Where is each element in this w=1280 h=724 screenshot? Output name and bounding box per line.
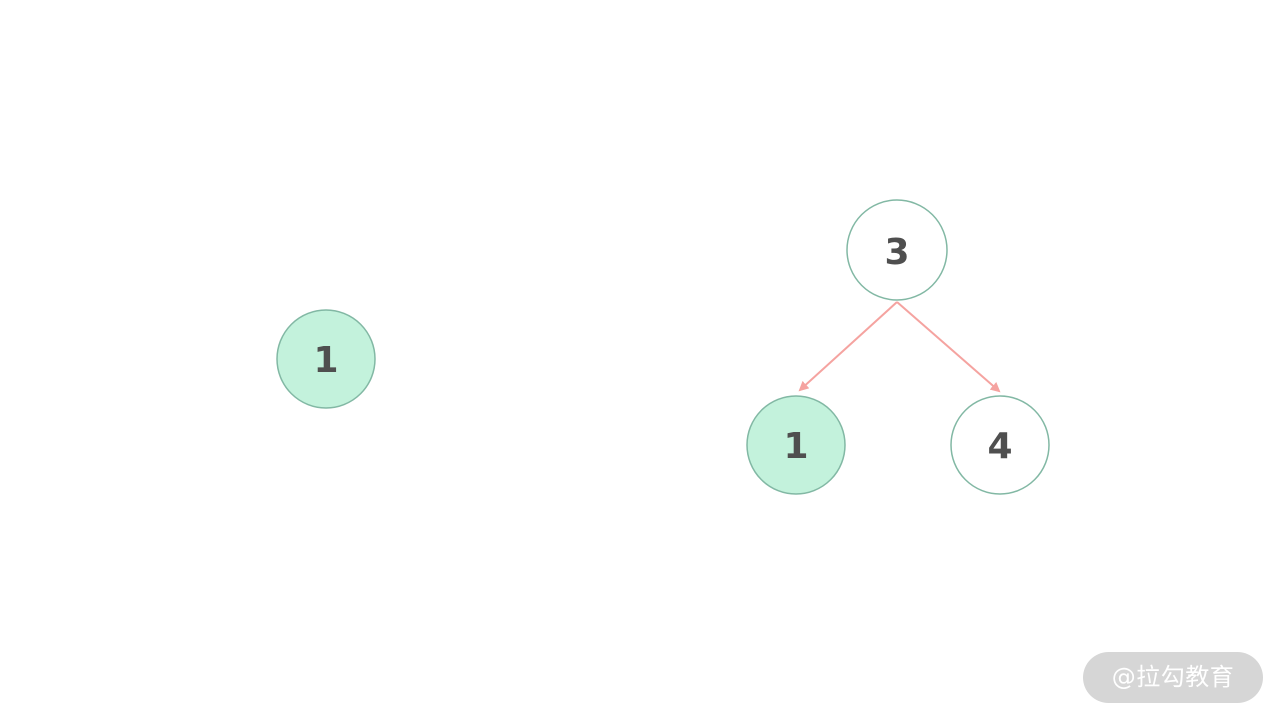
right-node-1-label: 1 [783, 426, 808, 467]
left-tree: 1 [276, 309, 376, 409]
right-node-1-circle [746, 395, 846, 495]
right-node-4-label: 4 [987, 426, 1012, 467]
edge-3-to-4 [896, 301, 1001, 393]
right-node-3-circle [846, 199, 948, 301]
right-node-4: 4 [950, 395, 1050, 495]
edge-3-to-1 [798, 301, 898, 392]
right-node-3: 3 [846, 199, 948, 301]
left-node-1: 1 [276, 309, 376, 409]
right-node-4-circle [950, 395, 1050, 495]
left-node-1-label: 1 [313, 340, 338, 381]
left-node-1-circle [276, 309, 376, 409]
right-node-1: 1 [746, 395, 846, 495]
watermark-badge: @拉勾教育 [1083, 652, 1263, 703]
right-node-3-label: 3 [884, 232, 909, 273]
right-tree: 3 1 4 [746, 199, 1050, 495]
